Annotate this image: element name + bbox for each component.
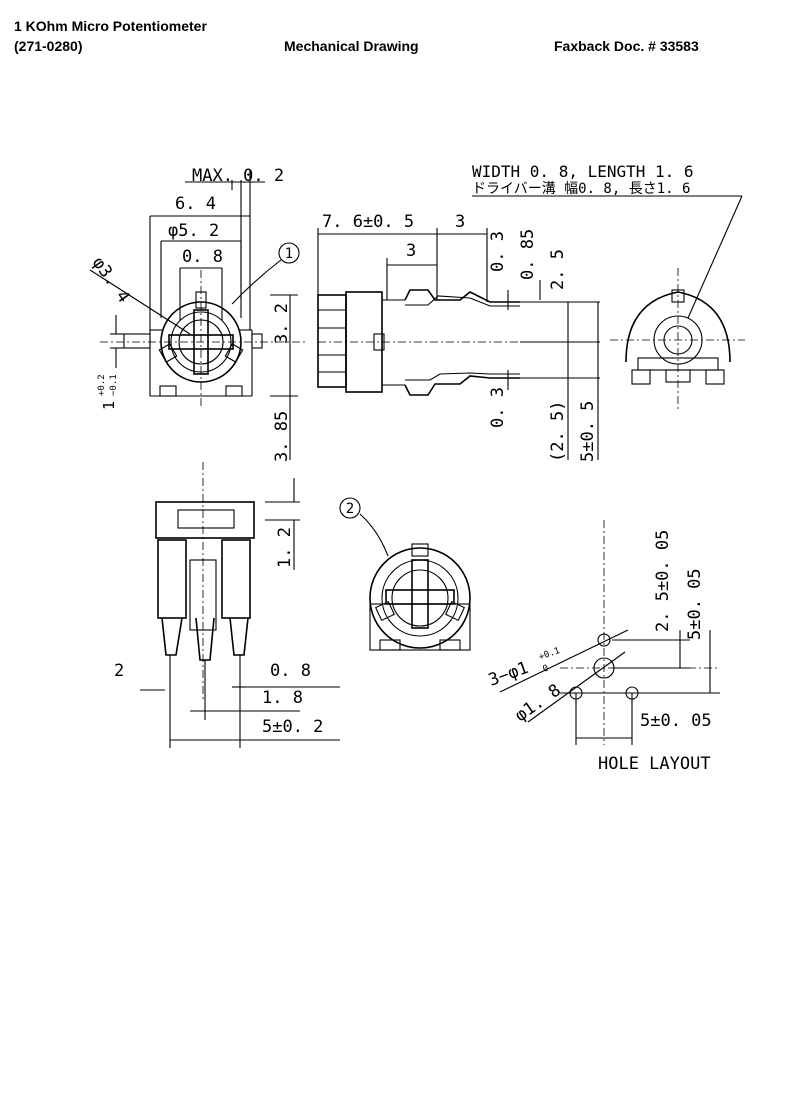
dim-0-8-top: 0. 8 — [182, 247, 223, 267]
dim-2-5-0-05: 2. 5±0. 05 — [653, 530, 673, 632]
callout-2: 2 — [339, 497, 389, 557]
callout-1: 1 — [231, 242, 300, 305]
hole-layout-drawing — [499, 520, 720, 745]
dim-3-right: 3 — [455, 212, 465, 232]
doc-title: 1 KOhm Micro Potentiometer — [14, 18, 207, 34]
callout-1-label: 1 — [285, 246, 293, 262]
slot-note-en: WIDTH 0. 8, LENGTH 1. 6 — [472, 162, 694, 181]
front-view — [100, 270, 305, 408]
dim-3-phi-1: 3−φ1 — [486, 658, 531, 691]
dim-3-85: 3. 85 — [272, 411, 292, 462]
hole-layout-label: HOLE LAYOUT — [598, 754, 711, 774]
dim-7-6: 7. 6±0. 5 — [322, 212, 414, 232]
dim-0-85: 0. 85 — [518, 229, 538, 280]
dim-2-5-paren: (2. 5) — [548, 401, 568, 462]
drawing-type: Mechanical Drawing — [284, 38, 419, 54]
callout-2-label: 2 — [346, 501, 354, 517]
dim-3-phi-1-tol-plus: +0.1 — [538, 646, 562, 663]
dim-2: 2 — [114, 661, 124, 681]
dim-1-8: 1. 8 — [262, 688, 303, 708]
dim-phi-5-2: φ5. 2 — [168, 221, 219, 241]
dim-max-0-2: MAX. 0. 2 — [192, 166, 284, 186]
dim-3-phi-1-tol-minus: 0 — [542, 664, 551, 675]
bottom-view — [155, 462, 255, 748]
dim-3-2: 3. 2 — [272, 303, 292, 344]
dim-3-lead: 3 — [406, 241, 416, 261]
front-view-dimensions — [89, 170, 298, 460]
dim-1: 1 — [100, 401, 118, 410]
dim-2-5: 2. 5 — [548, 249, 568, 290]
dim-6-4: 6. 4 — [175, 194, 216, 214]
dim-5-0-5: 5±0. 5 — [578, 401, 598, 462]
dim-0-8-lead: 0. 8 — [270, 661, 311, 681]
top-view — [369, 543, 471, 651]
dim-1-2: 1. 2 — [275, 527, 295, 568]
dim-phi-1-8: φ1. 8 — [511, 680, 564, 726]
dim-1-tol-plus: +0.2 — [97, 374, 107, 396]
slot-note-jp: ドライバー溝 幅0. 8, 長さ1. 6 — [472, 181, 690, 197]
dim-0-3-top: 0. 3 — [488, 231, 508, 272]
dim-1-tol-minus: −0.1 — [109, 374, 119, 396]
part-number: (271-0280) — [14, 38, 83, 54]
faxback-doc-number: Faxback Doc. # 33583 — [554, 38, 699, 54]
dim-phi-3-4: φ3. 4 — [88, 253, 134, 306]
side-view-dimensions — [317, 228, 600, 460]
dim-5-0-05-vertical: 5±0. 05 — [685, 568, 705, 640]
dim-5-0-2: 5±0. 2 — [262, 717, 323, 737]
dim-0-3-bottom: 0. 3 — [488, 387, 508, 428]
bottom-view-dimensions — [140, 478, 340, 741]
rear-view — [610, 268, 745, 410]
dim-5-0-05-horizontal: 5±0. 05 — [640, 711, 712, 731]
